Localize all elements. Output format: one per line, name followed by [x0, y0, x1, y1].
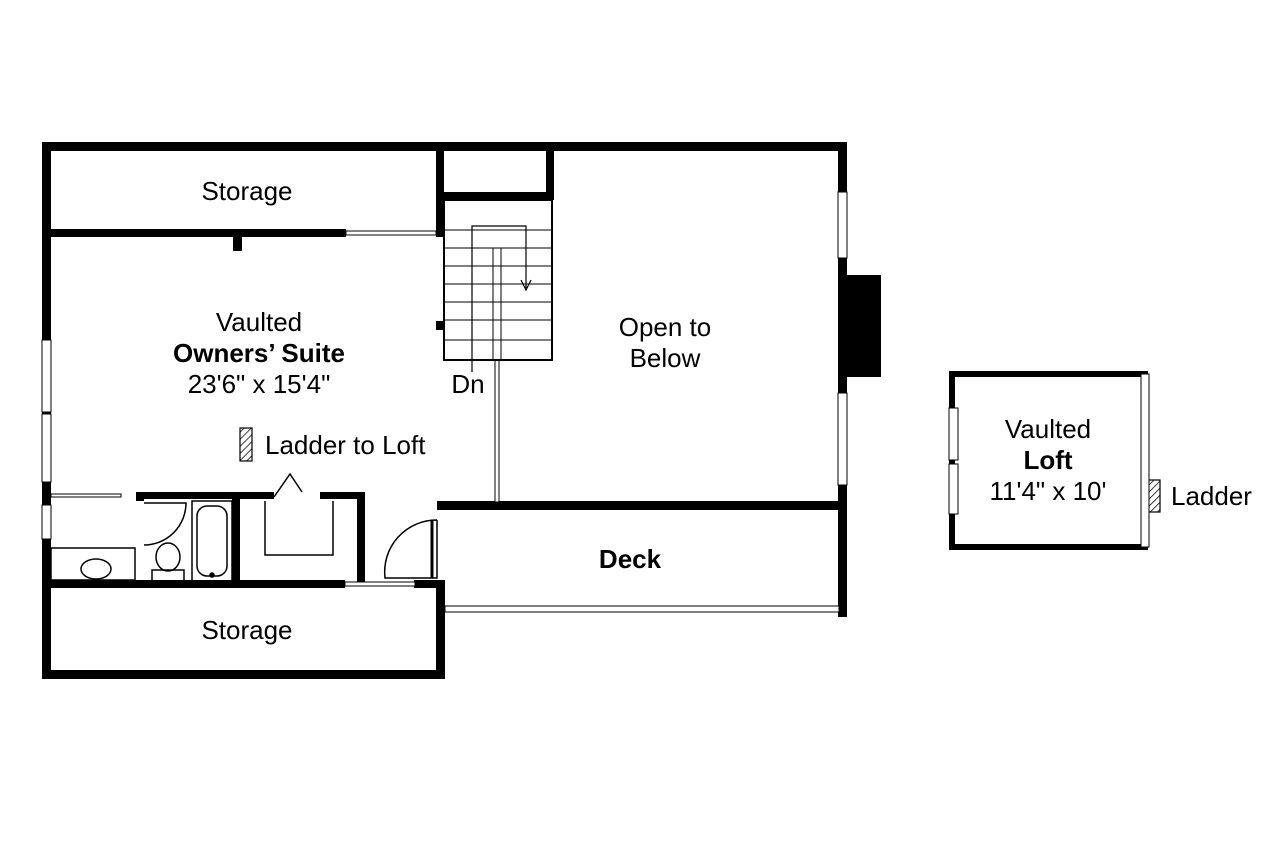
sink-icon [80, 558, 112, 580]
loft-title: Loft [1023, 445, 1072, 475]
door-swings [143, 502, 438, 579]
exterior-walls [42, 142, 881, 679]
windows [41, 191, 848, 540]
loft-ladder-hatch-icon [1147, 479, 1161, 513]
interior-walls [51, 151, 554, 588]
stairs-down-label: Dn [451, 369, 484, 399]
door-tracks [50, 493, 840, 613]
loft-walls [948, 371, 1150, 550]
bath-fixtures [50, 500, 233, 583]
loft-dimensions: 11'4" x 10' [990, 476, 1107, 506]
toilet-bowl-icon [155, 542, 181, 572]
owners-suite-title: Owners’ Suite [173, 338, 345, 368]
owners-suite-vaulted-label: Vaulted [216, 307, 302, 337]
bathtub-icon [191, 500, 233, 582]
open-to-below-line1: Open to [619, 312, 712, 342]
loft-ladder-label: Ladder [1171, 481, 1252, 511]
storage-top-label: Storage [201, 176, 292, 206]
loft-vaulted-label: Vaulted [1005, 414, 1091, 444]
owners-suite-dimensions: 23'6" x 15'4" [188, 369, 331, 399]
open-to-below-line2: Below [630, 343, 701, 373]
ladder-hatch-icon [239, 427, 253, 462]
staircase [443, 199, 553, 372]
deck-label: Deck [599, 544, 662, 574]
storage-bottom-label: Storage [201, 615, 292, 645]
ladder-closet [264, 472, 334, 556]
ladder-to-loft-label: Ladder to Loft [265, 430, 426, 460]
toilet-tank-icon [151, 569, 185, 583]
